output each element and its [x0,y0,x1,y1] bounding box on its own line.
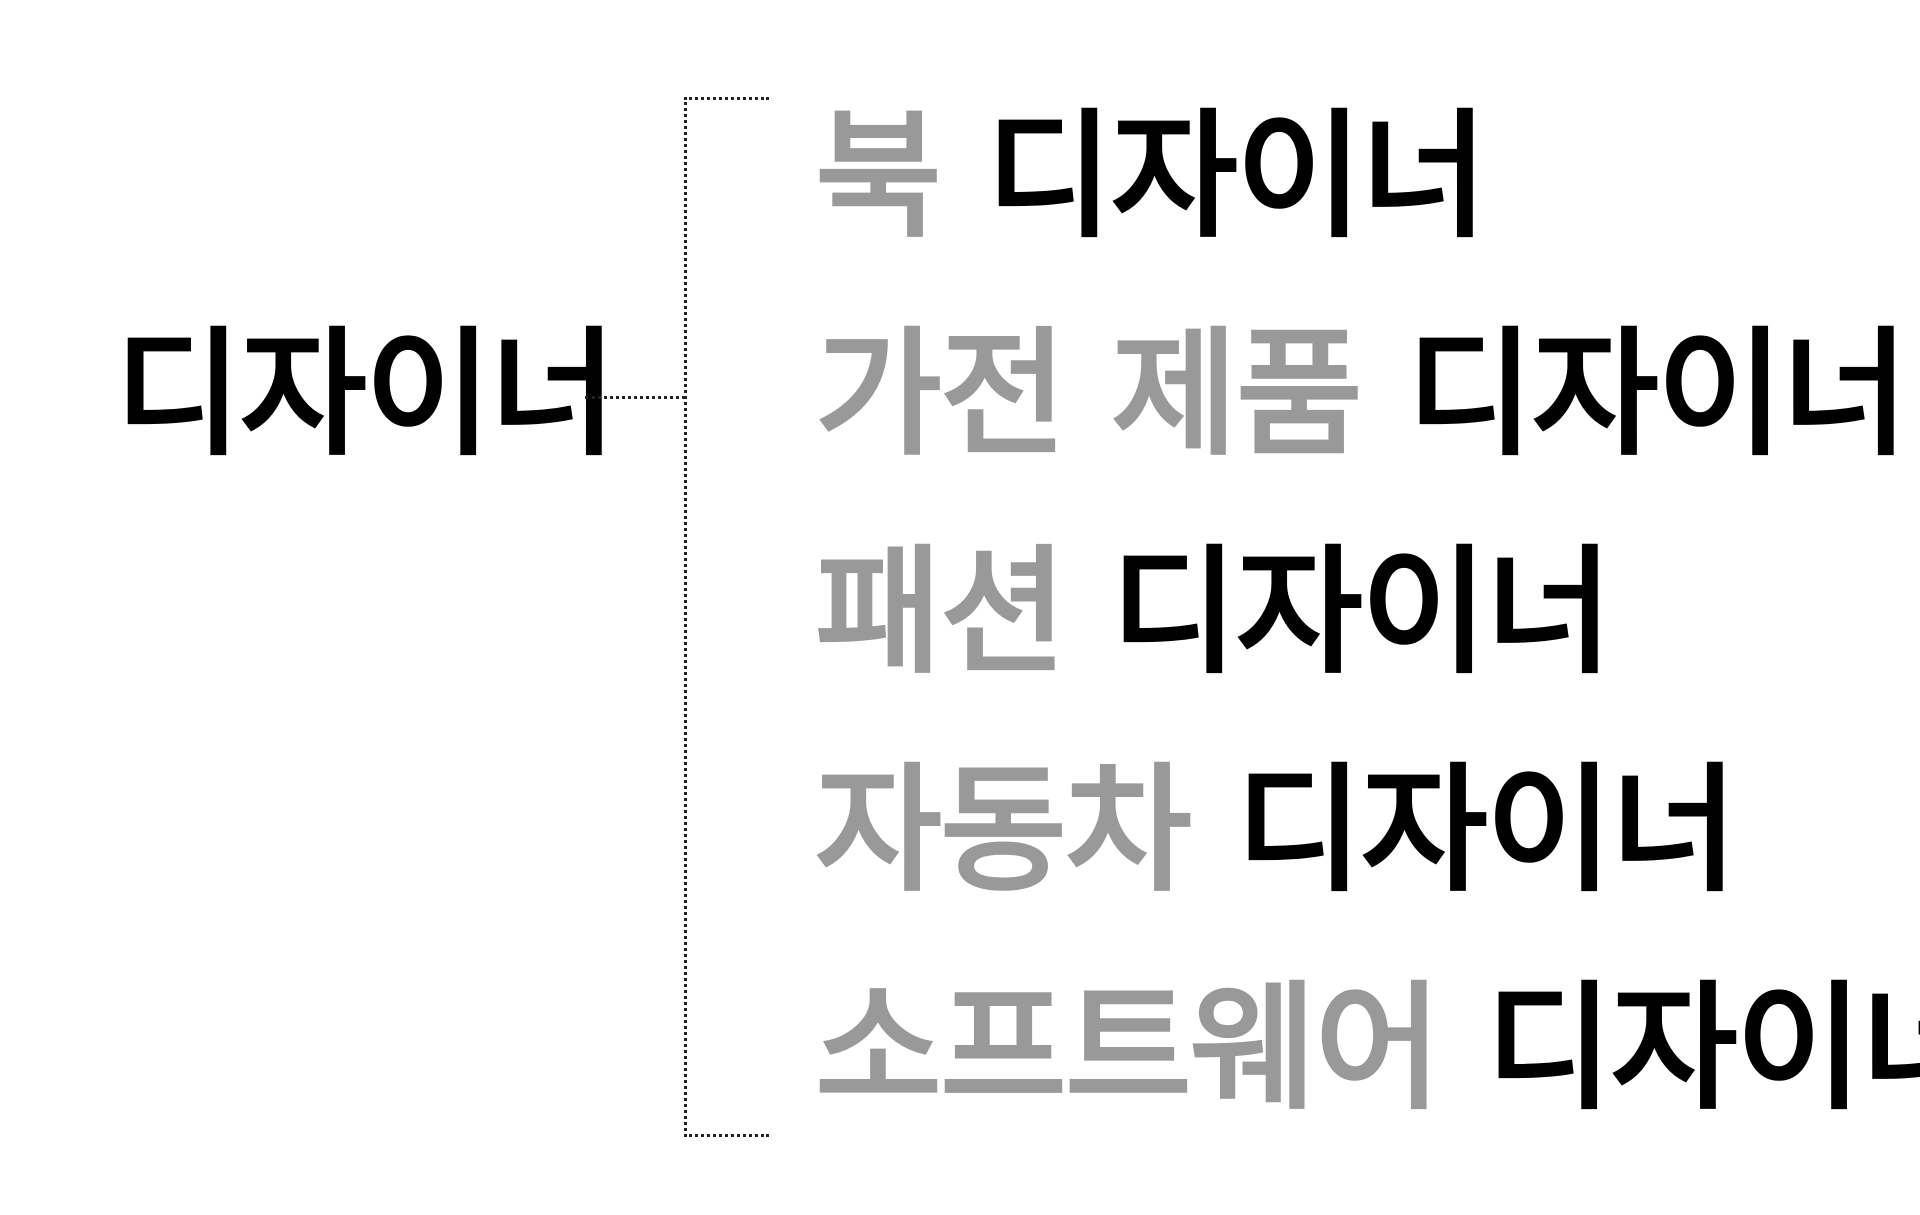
branch-prefix: 북 [815,96,942,257]
bracket-top-line [684,97,769,100]
branch-suffix: 디자이너 [986,96,1488,257]
branch-appliance-designer: 가전 제품 디자이너 [815,326,1909,464]
bracket-vertical-line [684,97,687,1137]
branch-suffix: 디자이너 [1110,532,1613,693]
root-connector-line [585,396,685,399]
branch-software-designer: 소프트웨어 디자이너 [815,980,1920,1118]
root-node-label: 디자이너 [115,314,617,475]
branch-suffix: 디자이너 [1406,314,1909,475]
bracket-bottom-line [684,1134,769,1137]
branch-prefix: 자동차 [815,750,1192,911]
branch-prefix: 패션 [815,532,1067,693]
branch-suffix: 디자이너 [1485,968,1920,1129]
branch-prefix: 소프트웨어 [815,968,1442,1129]
branch-suffix: 디자이너 [1235,750,1738,911]
branch-prefix: 가전 제품 [815,314,1363,475]
branch-car-designer: 자동차 디자이너 [815,762,1738,900]
branch-book-designer: 북 디자이너 [815,108,1488,246]
branch-fashion-designer: 패션 디자이너 [815,544,1613,682]
